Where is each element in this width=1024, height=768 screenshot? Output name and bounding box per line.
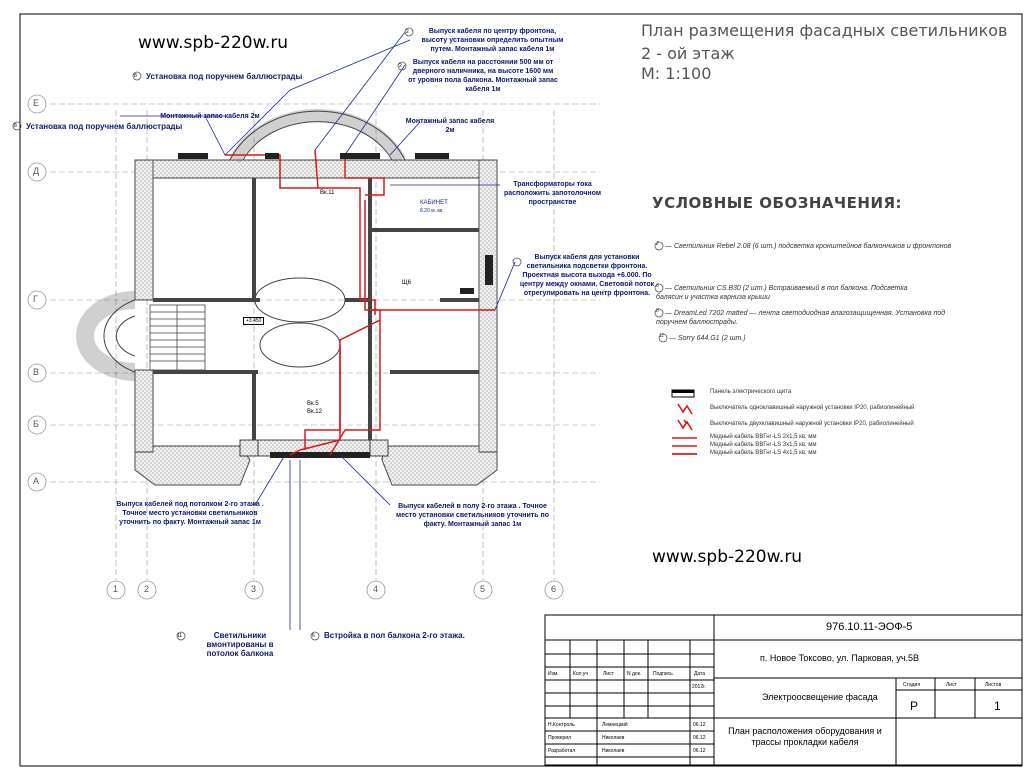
legend-symbols	[671, 389, 697, 455]
drawing-title: План размещения фасадных светильников	[641, 21, 1008, 40]
legend-symbol-panel: Панель электрического щита	[710, 389, 792, 395]
tb-col-header: Кол.уч	[573, 671, 588, 677]
tb-date: 06.12	[693, 722, 706, 728]
note-reserve-right: Монтажный запас кабеля 2м	[405, 118, 495, 134]
axis-col-label: 1	[113, 584, 119, 594]
titleblock-sheet-title: План расположения оборудования и трассы …	[728, 726, 882, 747]
note-ceiling-lights: Светильники вмонтированы в потолок балко…	[206, 631, 274, 658]
legend-symbol-switch2: Выключатель двухклавишный наружной устан…	[710, 421, 914, 427]
tb-stage: Р	[910, 699, 919, 713]
legend-symbol-cable4: Медный кабель ВВГнг-LS 4х1,5 кв. мм	[710, 450, 817, 456]
note-transformers: Трансформаторы тока расположить запотоло…	[503, 181, 602, 206]
tb-date: 06.12	[693, 735, 706, 741]
axis-row-label: Е	[33, 98, 40, 108]
legend-symbol-cable3: Медный кабель ВВГнг-LS 3х1,5 кв. мм	[710, 442, 817, 448]
legend-num: 11	[659, 333, 665, 339]
titleblock-section: Электроосвещение фасада	[762, 692, 878, 702]
note-ceiling-outlet: Выпуск кабелей под потолком 2-го этажа .…	[116, 501, 264, 526]
note-railing-1: Установка под поручнем баллюстрады	[146, 72, 303, 81]
axis-col-label: 4	[373, 584, 379, 594]
bubble-num: 2	[399, 63, 402, 69]
legend-item-8: 8 — DreamLed 7202 matted — лента светоди…	[656, 308, 966, 327]
titleblock-frame	[544, 614, 1023, 766]
fixtures	[178, 153, 493, 294]
tb-col-header: N док.	[627, 671, 642, 677]
legend-symbol-cable2: Медный кабель ВВГнг-LS 2х1,5 кв. мм	[710, 434, 817, 440]
note-frontone-center: Выпуск кабеля по центру фронтона, высоту…	[421, 28, 564, 53]
switch-tag: Вк.12	[307, 409, 322, 415]
cable-routes-blue	[120, 31, 516, 630]
axis-bubbles	[27, 94, 564, 600]
site-url-middle: www.spb-220w.ru	[652, 547, 803, 567]
tb-col-header: Изм.	[548, 671, 559, 677]
bubble-num: 2	[406, 29, 409, 35]
legend-text: — DreamLed 7202 matted — лента светодиод…	[656, 310, 946, 326]
building-walls	[134, 159, 498, 486]
tb-role: Разработал	[548, 748, 576, 754]
axis-col-label: 2	[144, 584, 150, 594]
note-railing-2: Установка под поручнем баллюстрады	[26, 122, 183, 131]
bubble-num: 8	[134, 73, 137, 79]
tb-date: 06.12	[693, 748, 706, 754]
note-frontone-light: Выпуск кабеля для установки светильника …	[519, 254, 655, 297]
titleblock-address: п. Новое Токсово, ул. Парковая, уч.5В	[760, 653, 920, 663]
tb-sheets-header: Листов	[985, 682, 1002, 688]
room-name: КАБИНЕТ	[420, 200, 448, 206]
tb-stage-header: Стадия	[903, 682, 921, 688]
note-door-offset: Выпуск кабеля на расстоянии 500 мм от дв…	[408, 59, 558, 93]
legend-item-11: 11 — Sorry 644.G1 (2 шт.)	[659, 333, 859, 343]
site-url-top: www.spb-220w.ru	[138, 33, 289, 53]
tb-role: Н.Контроль	[548, 722, 575, 728]
axis-col-label: 6	[551, 584, 557, 594]
axis-col-label: 5	[480, 584, 486, 594]
level-mark: +3.450	[243, 317, 265, 325]
axis-row-label: А	[33, 476, 40, 486]
room-area: 8.20 м. кв.	[420, 208, 444, 214]
tb-role: Проверил	[548, 735, 572, 741]
legend-text: — Светильник Rebel 2.08 (6 шт.) подсветк…	[665, 243, 952, 250]
legend-text: — Светильник CS.B30 (2 шт.) Встраиваемый…	[656, 285, 908, 301]
bubble-num: 11	[177, 633, 183, 639]
legend-symbol-switch1: Выключатель одноклавишный наружной устан…	[710, 405, 915, 411]
panel-tag: Щ6	[402, 280, 411, 286]
note-floor-outlet: Выпуск кабелей в полу 2-го этажа . Точно…	[396, 503, 549, 528]
legend-heading: УСЛОВНЫЕ ОБОЗНАЧЕНИЯ:	[652, 194, 903, 212]
bubble-num: 6	[312, 633, 315, 639]
tb-year: 2012г.	[692, 684, 706, 690]
legend-num: 6	[656, 283, 659, 289]
tb-col-header: Подпись	[653, 671, 673, 677]
axis-row-label: Б	[33, 419, 39, 429]
switch-tag: Вк.11	[320, 190, 335, 196]
axis-row-label: Г	[33, 294, 38, 304]
tb-sheet-header: Лист	[946, 682, 957, 688]
switch-tag: Вк.5	[307, 401, 319, 407]
legend-item-6: 6 — Светильник CS.B30 (2 шт.) Встраиваем…	[656, 283, 936, 302]
legend-text: — Sorry 644.G1 (2 шт.)	[669, 335, 746, 342]
drawing-scale: М: 1:100	[641, 64, 712, 83]
note-floor-embed: Встройка в пол балкона 2-го этажа.	[324, 631, 465, 640]
note-bubbles	[12, 27, 522, 641]
note-reserve-left: Монтажный запас кабеля 2м	[160, 113, 260, 120]
tb-col-header: Дата	[694, 671, 706, 677]
interior-walls	[153, 178, 479, 440]
tb-sheets: 1	[994, 699, 1001, 713]
drawing-frame	[19, 13, 1023, 767]
legend-num: 8	[656, 308, 659, 314]
axis-col-label: 3	[251, 584, 257, 594]
legend-item-2: 2 — Светильник Rebel 2.08 (6 шт.) подсве…	[656, 241, 986, 251]
tb-name: Николаев	[602, 748, 625, 754]
cable-routes	[225, 149, 495, 456]
tb-name: Лемнецкий	[602, 722, 628, 728]
bubble-num: 8	[14, 123, 17, 129]
stairs	[149, 304, 206, 371]
drawing-floor: 2 - ой этаж	[641, 44, 735, 63]
titleblock-code: 976.10.11-ЭОФ-5	[826, 621, 913, 633]
axis-row-label: В	[33, 367, 40, 377]
tb-col-header: Лист	[603, 671, 614, 677]
legend-bubbles	[654, 241, 668, 343]
tb-name: Николаев	[602, 735, 625, 741]
legend-num: 2	[656, 241, 659, 247]
axis-row-label: Д	[33, 166, 40, 176]
